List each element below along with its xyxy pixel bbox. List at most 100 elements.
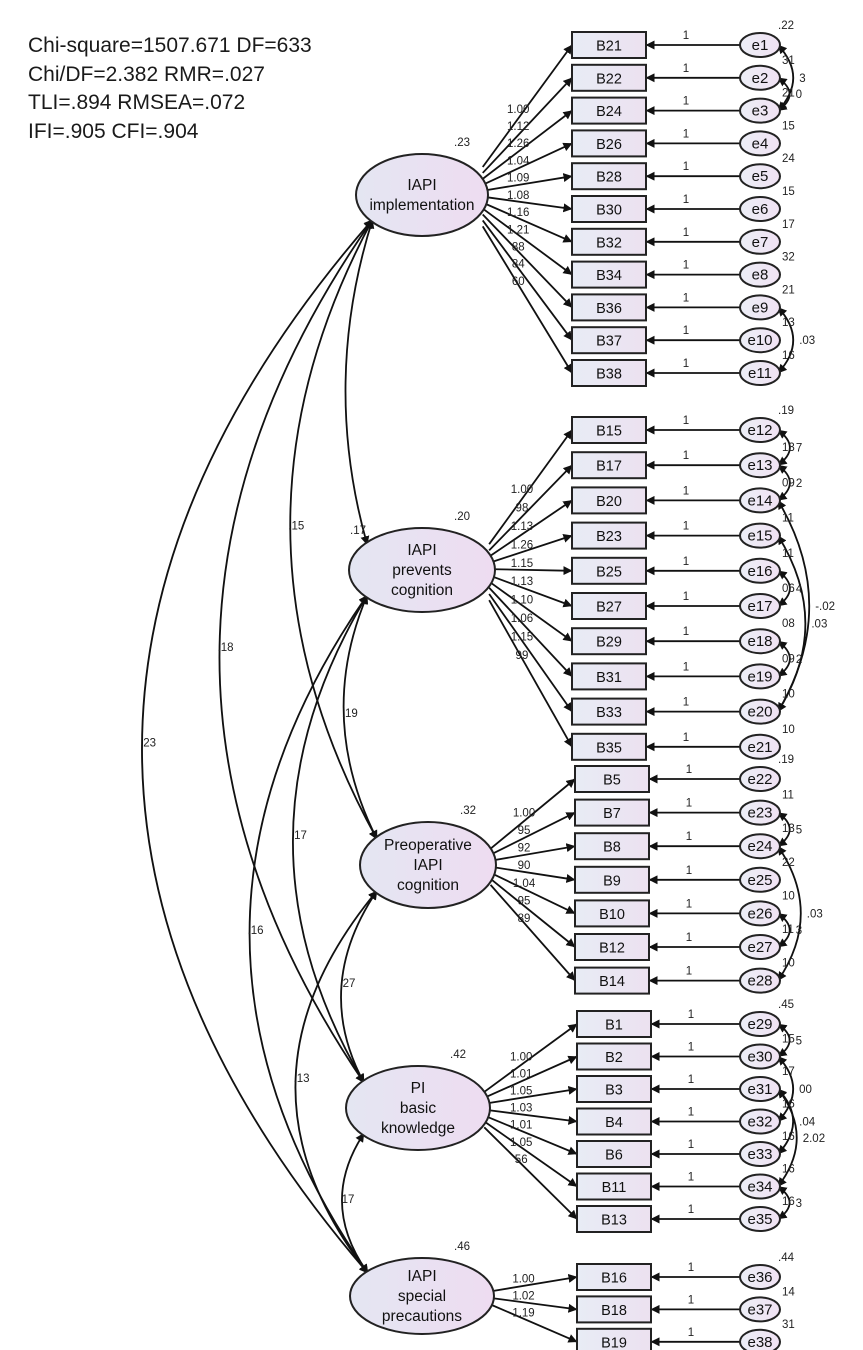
error-variance: 11 (782, 790, 794, 802)
error-path-weight: 1 (686, 932, 692, 944)
error-variance: 31 (782, 55, 795, 67)
loading-path (482, 201, 573, 243)
latent-covariance-value: .23 (140, 737, 156, 749)
loading-value: 89 (518, 913, 531, 925)
indicator-label: B8 (603, 840, 621, 856)
error-path-weight: 1 (683, 521, 689, 533)
error-label: e9 (752, 299, 769, 316)
loading-value: 1.00 (511, 484, 533, 496)
error-label: e16 (747, 563, 772, 580)
indicator-b4 (576, 1107, 652, 1136)
indicator-label: B2 (605, 1050, 623, 1066)
error-covariance-value: 5 (796, 1035, 802, 1047)
error-path-weight: 1 (683, 96, 689, 108)
latent-label-line: IAPI (413, 857, 442, 874)
error-label: e6 (752, 201, 769, 218)
indicator-label: B30 (596, 203, 622, 219)
loading-path (489, 884, 576, 982)
error-e37 (739, 1296, 781, 1323)
error-covariance-value: 3 (796, 1198, 802, 1210)
loading-value: 1.04 (513, 878, 536, 890)
error-variance: .19 (778, 754, 794, 766)
error-covariance-value: 3 (799, 73, 805, 85)
error-variance: 08 (782, 618, 795, 630)
loading-value: 1.26 (507, 138, 529, 150)
latent-label-line: prevents (392, 562, 452, 579)
indicator-label: B23 (596, 529, 622, 545)
loading-value: 1.00 (512, 1274, 534, 1286)
error-covariance-value: .03 (799, 335, 815, 347)
error-variance: 13 (782, 823, 795, 835)
error-variance: 11 (782, 924, 794, 936)
loading-path (483, 1120, 578, 1188)
error-variance: 15 (782, 186, 795, 198)
error-e27 (739, 934, 781, 960)
indicator-b34 (571, 260, 647, 289)
error-variance: 31 (782, 1319, 795, 1331)
indicator-b18 (576, 1295, 652, 1324)
error-covariance-value: .03 (807, 908, 823, 920)
error-label: e1 (752, 37, 769, 54)
latent-label-line: cognition (391, 582, 453, 599)
error-path-weight: 1 (683, 161, 689, 173)
error-path-weight: 1 (683, 292, 689, 304)
error-label: e32 (747, 1114, 772, 1131)
error-covariance-value: -.02 (815, 601, 835, 613)
latent-label-line: cognition (397, 877, 459, 894)
loading-path (483, 1126, 578, 1220)
error-variance: 24 (782, 153, 795, 165)
indicator-label: B34 (596, 268, 622, 284)
error-variance: 14 (782, 1286, 795, 1298)
error-label: e26 (747, 905, 772, 922)
loading-value: 1.12 (507, 121, 529, 133)
latent-label-line: basic (400, 1100, 436, 1117)
error-path-weight: 1 (683, 661, 689, 673)
latent-label-line: IAPI (407, 542, 436, 559)
latent-covariance-arc (344, 219, 375, 546)
loading-value: 1.19 (512, 1308, 534, 1320)
latent-l1 (355, 153, 489, 237)
indicator-b1 (576, 1010, 652, 1038)
error-path-weight: 1 (683, 732, 689, 744)
loading-path (490, 843, 576, 862)
error-path-weight: 1 (688, 1172, 694, 1184)
latent-covariance-value: .19 (342, 708, 358, 720)
latent-variance: .32 (460, 805, 476, 817)
indicator-b29 (571, 627, 647, 656)
latent-covariance-arc (248, 594, 369, 1274)
loading-path (484, 1085, 578, 1105)
error-label: e27 (747, 939, 772, 956)
latent-label-line: PI (411, 1080, 426, 1097)
indicator-b2 (576, 1042, 652, 1071)
indicator-label: B14 (599, 974, 625, 990)
error-label: e37 (747, 1301, 772, 1318)
error-covariance-arc (777, 1185, 791, 1220)
indicator-b22 (571, 63, 647, 92)
loading-path (482, 109, 573, 180)
error-path-weight: 1 (683, 194, 689, 206)
error-covariance-arc (777, 640, 791, 678)
latent-label-line: Preoperative (384, 837, 472, 854)
error-covariance-value: .04 (799, 1117, 816, 1129)
indicator-b35 (571, 732, 647, 761)
error-e17 (739, 593, 781, 619)
error-covariance-value: 2.02 (803, 1133, 825, 1145)
loading-path (490, 865, 576, 883)
indicator-b30 (571, 195, 647, 223)
loading-path (482, 173, 573, 192)
loading-value: 1.01 (510, 1120, 532, 1132)
loading-value: 1.06 (511, 613, 533, 625)
indicator-b31 (571, 662, 647, 691)
indicator-b38 (571, 359, 647, 387)
loading-value: 1.04 (507, 155, 530, 167)
loading-value: 95 (518, 825, 531, 837)
latent-covariance-value: .17 (291, 830, 307, 842)
error-e28 (739, 967, 781, 994)
indicator-label: B18 (601, 1303, 627, 1319)
error-label: e28 (747, 973, 772, 990)
loading-value: 1.10 (511, 595, 533, 607)
error-variance: 21 (782, 284, 795, 296)
error-e10 (739, 327, 781, 354)
loading-value: 1.01 (510, 1068, 532, 1080)
